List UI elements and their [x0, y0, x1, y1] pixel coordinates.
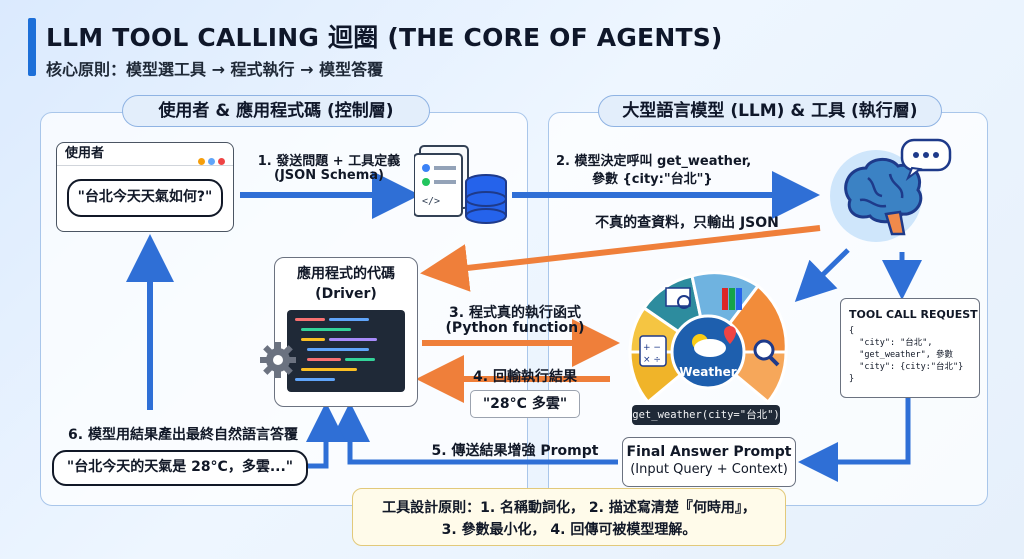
user-window-title: 使用者 — [57, 143, 233, 166]
step4-label: 4. 回輸執行結果 — [473, 369, 577, 385]
gear-icon — [260, 342, 296, 378]
design-principles-line1: 工具設計原則：1. 名稱動詞化， 2. 描述寫清楚『何時用』， — [382, 500, 756, 516]
svg-text:+ −: + − — [643, 343, 661, 353]
calculator-icon: + − × ÷ — [639, 335, 667, 367]
json-only-note: 不真的查資料，只輸出 JSON — [595, 215, 779, 231]
weather-label: Weather — [679, 365, 736, 379]
arrow-request-to-prompt — [798, 398, 911, 482]
arrow-step6 — [306, 402, 346, 469]
title-accent-bar — [28, 18, 36, 76]
arrow-llm-to-wheel — [794, 248, 850, 302]
books-icon — [722, 288, 742, 310]
tool-call-request-json: { "city": "台北", "get_weather", 參數 "city"… — [849, 326, 964, 384]
design-principles-line2: 3. 參數最小化， 4. 回傳可被模型理解。 — [441, 522, 697, 538]
weather-cloud-icon — [692, 326, 736, 357]
step3-label: 3. 程式真的執行函式 — [449, 305, 581, 321]
driver-subtitle: (Driver) — [315, 286, 377, 302]
user-query-bubble: "台北今天天氣如何?" — [67, 179, 223, 217]
tool-call-request-title: TOOL CALL REQUEST — [849, 308, 978, 321]
maximize-dot-icon — [208, 158, 215, 165]
final-answer-bubble: "台北今天的天氣是 28°C，多雲..." — [52, 450, 308, 486]
code-editor-icon — [287, 310, 405, 392]
tool-call-request-box: TOOL CALL REQUEST { "city": "台北", "get_w… — [840, 298, 980, 398]
final-answer-prompt-subtitle: (Input Query + Context) — [630, 462, 788, 477]
step6-label: 6. 模型用結果產出最終自然語言答覆 — [68, 427, 298, 443]
user-window: 使用者 "台北今天天氣如何?" — [56, 142, 234, 232]
final-answer-prompt-box: Final Answer Prompt (Input Query + Conte… — [622, 437, 796, 487]
magnifier-icon — [753, 339, 780, 367]
window-controls — [195, 150, 225, 169]
execution-result: "28°C 多雲" — [470, 390, 580, 418]
llm-brain-icon — [830, 138, 952, 242]
step1-label: 1. 發送問題 + 工具定義 — [257, 154, 401, 169]
close-dot-icon — [218, 158, 225, 165]
step2-label: 2. 模型決定呼叫 get_weather, — [556, 154, 752, 169]
minimize-dot-icon — [198, 158, 205, 165]
schema-database-icon: </> — [414, 145, 507, 224]
page-subtitle: 核心原則：模型選工具 → 程式執行 → 模型答覆 — [46, 60, 384, 79]
svg-text:</>: </> — [422, 196, 440, 207]
step5-label: 5. 傳送結果增強 Prompt — [431, 443, 599, 459]
step3-sublabel: (Python function) — [445, 320, 585, 336]
function-call-label: get_weather(city="台北") — [632, 405, 780, 425]
arrow-json-output — [420, 225, 821, 292]
execution-layer-title: 大型語言模型 (LLM) & 工具 (執行層) — [598, 95, 942, 127]
tool-wheel: + − × ÷ Weather — [628, 271, 788, 405]
control-layer-title: 使用者 & 應用程式碼 (控制層) — [122, 95, 430, 127]
analytics-search-icon — [665, 287, 691, 309]
step1-sublabel: (JSON Schema) — [274, 168, 384, 183]
app-driver-box: 應用程式的代碼 (Driver) — [274, 257, 418, 407]
driver-title: 應用程式的代碼 — [297, 266, 395, 282]
step2-sublabel: 參數 {city:"台北"} — [592, 172, 713, 187]
svg-text:× ÷: × ÷ — [643, 355, 661, 365]
page-title: LLM TOOL CALLING 迴圈 (THE CORE OF AGENTS) — [46, 23, 723, 52]
design-principles-box: 工具設計原則：1. 名稱動詞化， 2. 描述寫清楚『何時用』， 3. 參數最小化… — [352, 488, 786, 546]
arrow-step5 — [330, 402, 618, 465]
final-answer-prompt-title: Final Answer Prompt — [626, 444, 792, 460]
